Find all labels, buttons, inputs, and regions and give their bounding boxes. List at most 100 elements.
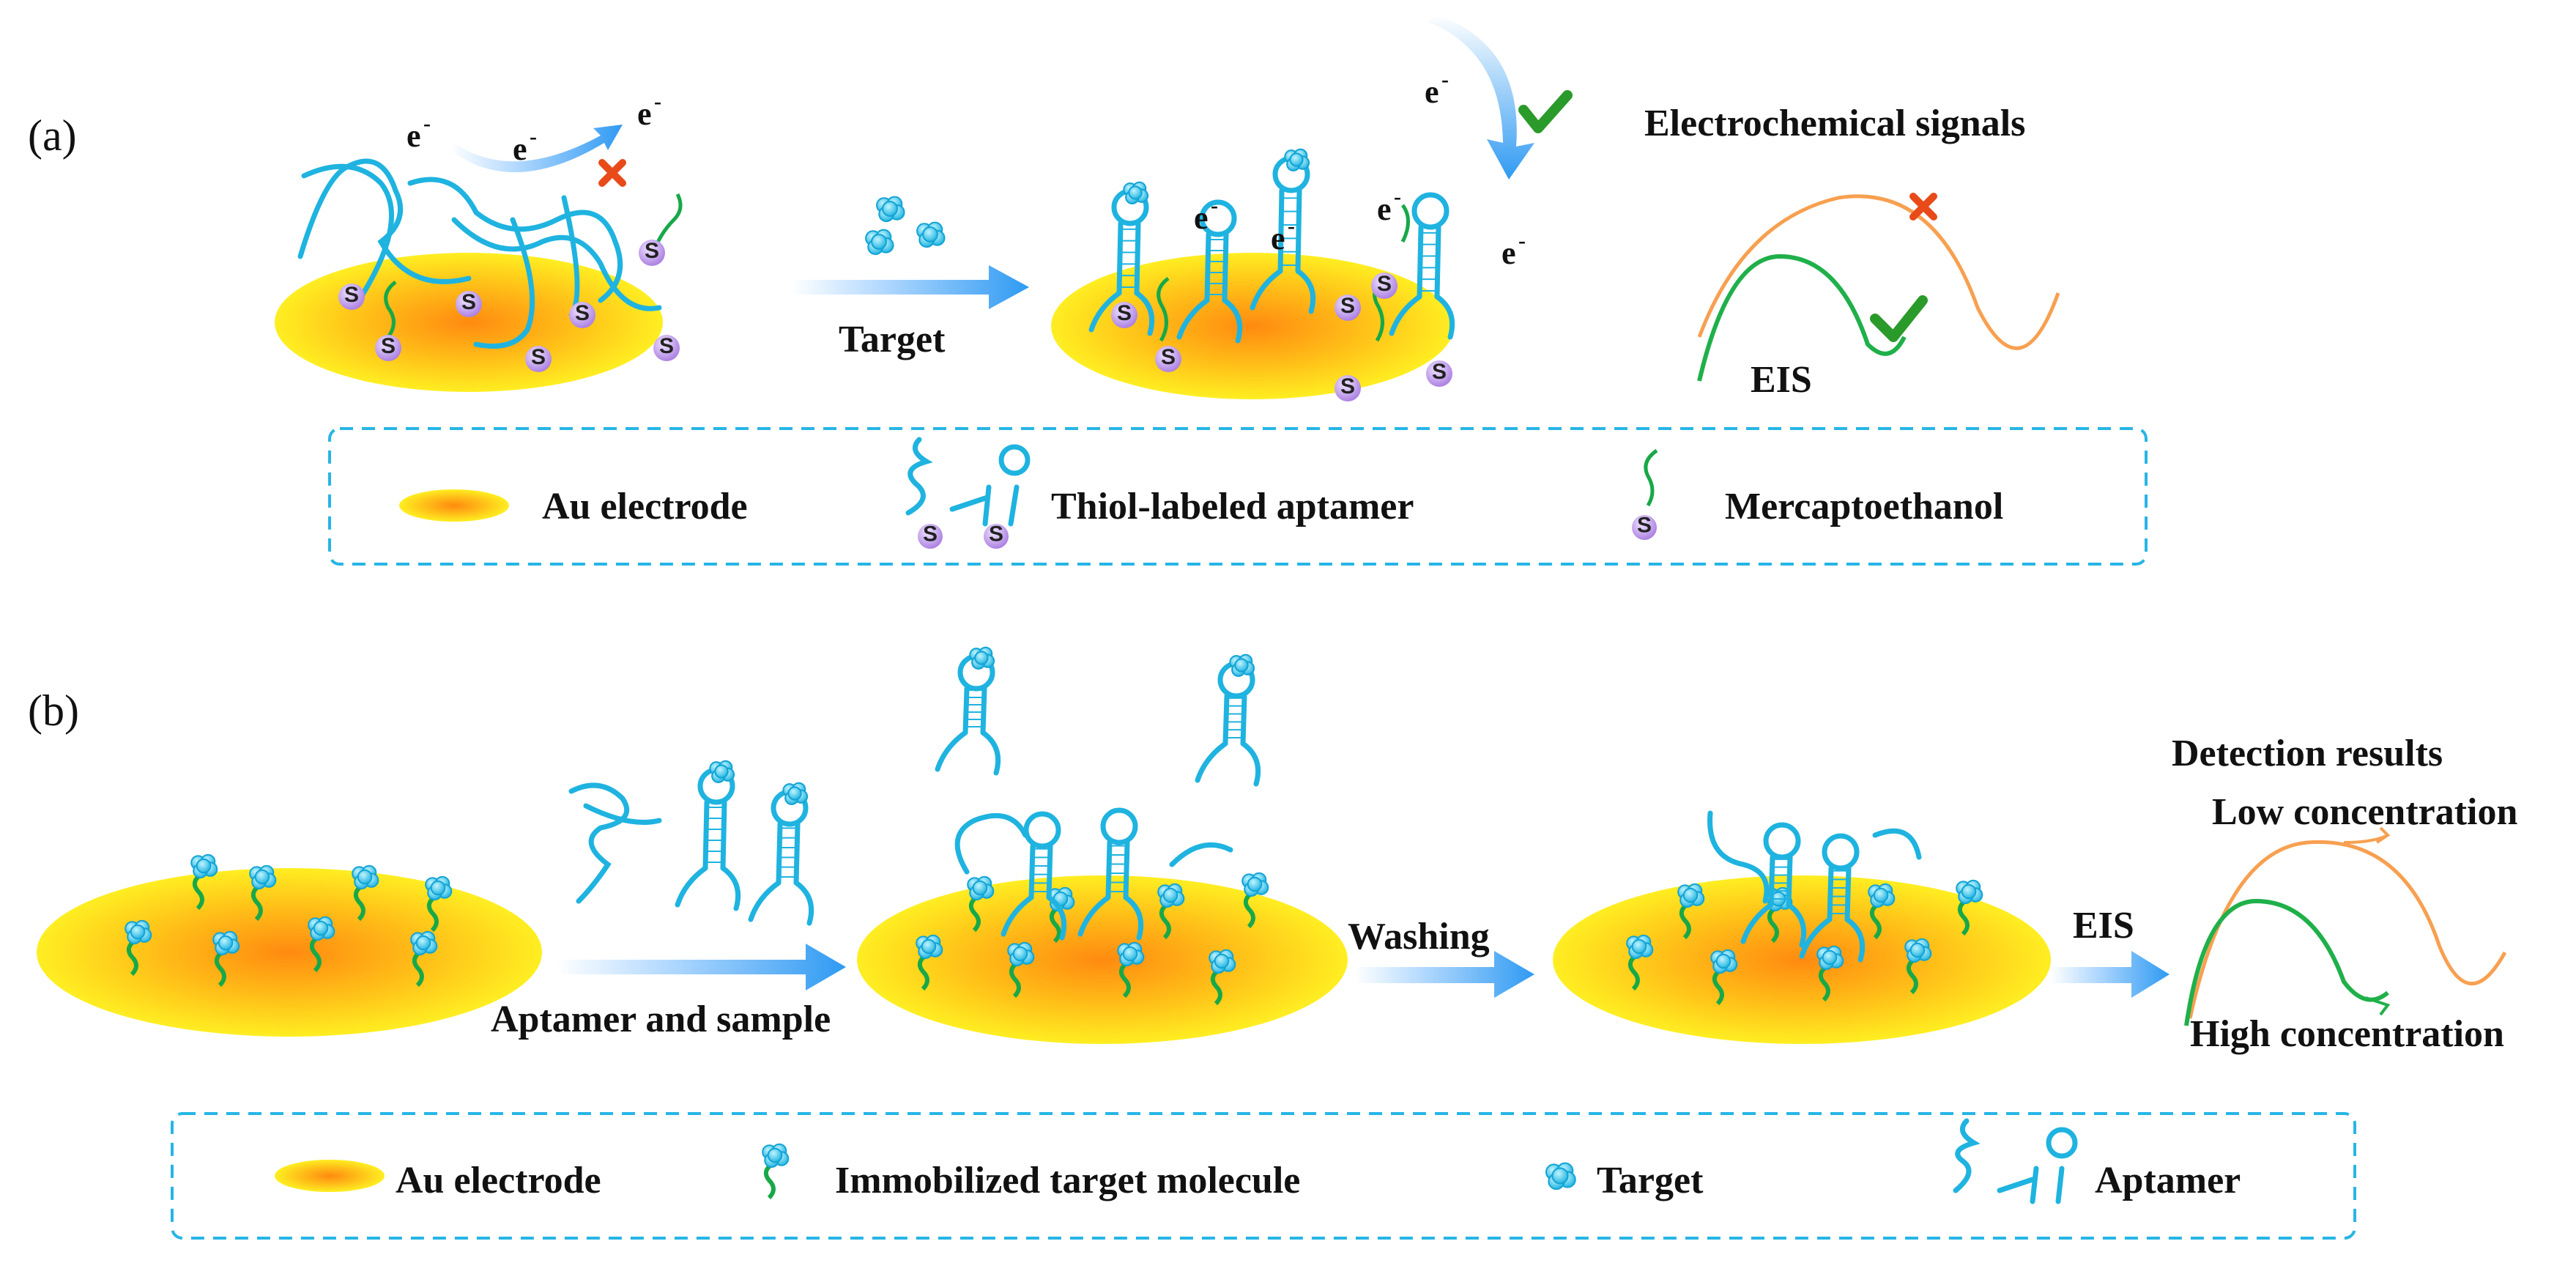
electron-flow-arrow-icon (450, 125, 623, 173)
svg-text:e: e (1194, 200, 1209, 236)
electron-a4: e - (1425, 67, 1449, 110)
immobilized-target-icon (1710, 949, 1738, 1006)
thiol-s-label: S (1340, 374, 1355, 399)
thiol-s-label: S (531, 345, 546, 369)
thiol-s-icon: S (1155, 345, 1181, 372)
check-icon (1518, 90, 1573, 133)
results-title: Detection results (2172, 733, 2443, 774)
legend-aptamer-icon (1953, 1118, 2078, 1204)
thiol-s-icon: S (525, 345, 552, 372)
hairpin-aptamer (1077, 807, 1144, 941)
target-molecule-icon (1816, 945, 1844, 971)
electron-a6: e - (1271, 214, 1295, 256)
target-molecule-icon (308, 916, 335, 941)
svg-text:e: e (513, 131, 527, 167)
svg-text:-: - (1394, 185, 1401, 209)
immobilized-target-icon (1626, 934, 1654, 991)
thiol-s-icon: S (1335, 294, 1361, 321)
target-molecule-icon (1117, 941, 1145, 967)
immobilized-target-icon (125, 919, 152, 977)
step-target-label: Target (839, 319, 946, 360)
random-coil-aptamer (1707, 810, 1770, 904)
immobilized-target-icon (1956, 879, 1983, 936)
hairpin-aptamer (675, 767, 741, 911)
hairpin-aptamer (1799, 833, 1866, 963)
thiol-s-label: S (1117, 301, 1132, 325)
target-molecule-icon (249, 864, 277, 890)
legend-aptamer-icon (905, 437, 1031, 527)
thiol-s-icon: S (569, 301, 595, 328)
thiol-s-icon: S (375, 334, 401, 361)
thiol-s-label: S (989, 522, 1003, 546)
tangled-aptamers (297, 158, 662, 349)
immobilized-target-icon (1241, 872, 1269, 929)
legend-mercapto-icon (1644, 448, 1658, 507)
svg-text:-: - (1518, 229, 1526, 253)
hairpin-aptamer (1001, 811, 1067, 941)
immobilized-target-icon (249, 864, 277, 922)
legend-a-mercapto: Mercaptoethanol (1725, 486, 2003, 527)
thiol-s-label: S (575, 301, 590, 325)
immobilized-target-icon (410, 930, 438, 988)
au-electrode (1553, 875, 2051, 1044)
hairpin-aptamer (1740, 822, 1807, 948)
process-arrow-icon (1355, 951, 1534, 998)
hairpin-aptamer (748, 789, 814, 926)
thiol-s-label: S (1340, 294, 1355, 318)
hairpin-aptamer (1389, 192, 1455, 340)
immobilized-target-icon (425, 875, 453, 933)
thiol-s-icon: S (1371, 272, 1398, 299)
au-electrode (275, 253, 663, 392)
legend-a-aptamer: Thiol-labeled aptamer (1051, 486, 1414, 527)
curve-high-concentration (2184, 898, 2389, 1026)
hairpin-aptamer (935, 653, 1001, 776)
random-coil-aptamer (1169, 842, 1233, 867)
thiol-s-label: S (461, 290, 476, 314)
thiol-s-icon: S (1632, 513, 1657, 540)
legend-b-immobilized: Immobilized target molecule (835, 1160, 1300, 1201)
pointer-high (2365, 996, 2391, 1016)
process-arrow-icon (791, 265, 1029, 309)
target-molecule-icon (1545, 1162, 1576, 1190)
thiol-s-icon: S (338, 283, 365, 310)
thiol-s-label: S (344, 283, 359, 307)
immobilized-target-icon (212, 930, 240, 988)
target-molecule-icon (1284, 148, 1310, 171)
immobilized-target-icon (190, 853, 218, 911)
thiol-s-icon: S (984, 522, 1009, 549)
step-aptamer-sample-label: Aptamer and sample (491, 999, 831, 1040)
electron-a1: e - (407, 111, 431, 154)
hairpin-aptamer (1195, 661, 1261, 787)
target-molecule-icon (125, 919, 152, 945)
cross-icon (1909, 193, 1937, 221)
curve-low-concentration (2188, 840, 2507, 1019)
high-concentration-label: High concentration (2190, 1013, 2504, 1055)
svg-text:e: e (1502, 235, 1516, 271)
process-arrow-icon (557, 944, 846, 990)
step-eis-label: EIS (2073, 905, 2134, 947)
immobilized-target-icon (352, 864, 379, 922)
target-molecule-icon (916, 221, 946, 248)
target-molecule-icon (1710, 949, 1738, 974)
signal-curve-high (1697, 194, 2060, 350)
immobilized-target-icon (762, 1143, 790, 1200)
au-electrode (1051, 253, 1454, 399)
electron-a8: e - (1502, 229, 1526, 271)
thiol-s-label: S (923, 522, 938, 546)
step-washing-label: Washing (1348, 916, 1490, 958)
immobilized-target-icon (1904, 938, 1932, 995)
target-molecule-icon (190, 853, 218, 879)
legend-b-box (171, 1112, 2356, 1240)
svg-text:-: - (423, 111, 431, 136)
electron-a3: e - (637, 89, 661, 132)
panel-a: (a) e - e - e - (28, 15, 2148, 566)
check-icon (1870, 295, 1928, 342)
target-molecule-icon (782, 782, 809, 805)
cross-icon (598, 159, 626, 187)
panel-a-label: (a) (28, 111, 77, 160)
target-molecule-icon (1868, 883, 1896, 908)
thiol-s-icon: S (918, 522, 943, 549)
thiol-s-label: S (645, 239, 659, 263)
legend-b-target: Target (1597, 1160, 1704, 1201)
